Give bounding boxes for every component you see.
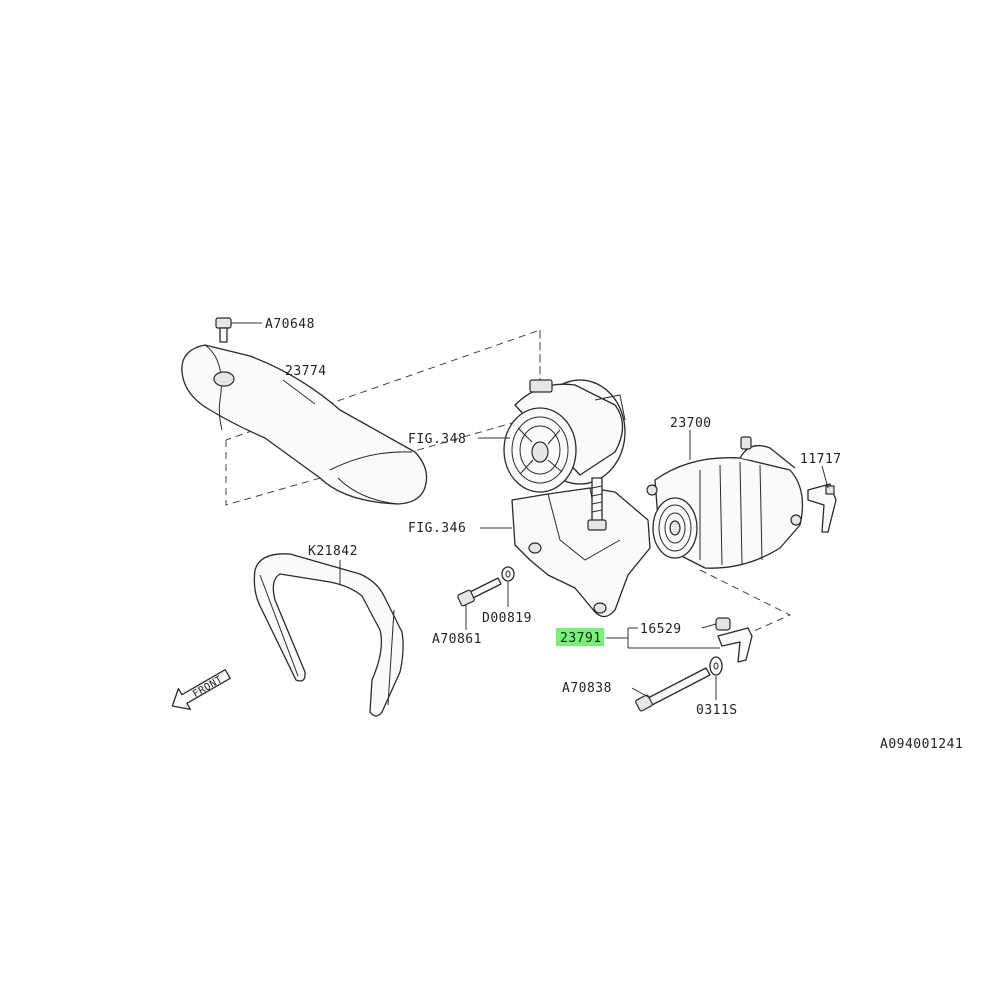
engine-cover[interactable] xyxy=(181,344,428,505)
label-11717: 11717 xyxy=(800,452,842,467)
label-a70648: A70648 xyxy=(265,317,315,332)
label-k21842: K21842 xyxy=(308,544,358,559)
label-fig348: FIG.348 xyxy=(408,432,466,447)
bolt-a70861[interactable] xyxy=(457,577,502,607)
label-16529: 16529 xyxy=(640,622,682,637)
bushing-16529[interactable] xyxy=(715,617,731,631)
front-arrow: FRONT xyxy=(171,669,231,711)
label-23774: 23774 xyxy=(285,364,327,379)
diagram-code: A094001241 xyxy=(880,737,963,752)
bolt-a70838[interactable] xyxy=(635,667,711,712)
assembly-dashed-lines xyxy=(225,329,792,636)
highlight-marker xyxy=(556,628,604,646)
terminal-bracket[interactable] xyxy=(807,483,837,533)
label-d00819: D00819 xyxy=(482,611,532,626)
power-steering-pump[interactable] xyxy=(503,379,626,493)
mounting-bracket[interactable] xyxy=(511,477,651,618)
label-0311s: 0311S xyxy=(696,703,738,718)
label-a70861: A70861 xyxy=(432,632,482,647)
drive-belt[interactable] xyxy=(253,553,404,717)
stay-bracket[interactable] xyxy=(717,627,753,663)
label-fig346: FIG.346 xyxy=(408,521,466,536)
alternator[interactable] xyxy=(646,436,804,569)
label-a70838: A70838 xyxy=(562,681,612,696)
washer-d00819[interactable] xyxy=(501,566,515,582)
leader-lines xyxy=(231,322,829,700)
bolt-a70648[interactable] xyxy=(215,317,232,343)
front-arrow-label: FRONT xyxy=(191,674,225,700)
washer-0311s[interactable] xyxy=(709,656,723,676)
label-23700: 23700 xyxy=(670,416,712,431)
label-23791: 23791 xyxy=(560,631,602,646)
